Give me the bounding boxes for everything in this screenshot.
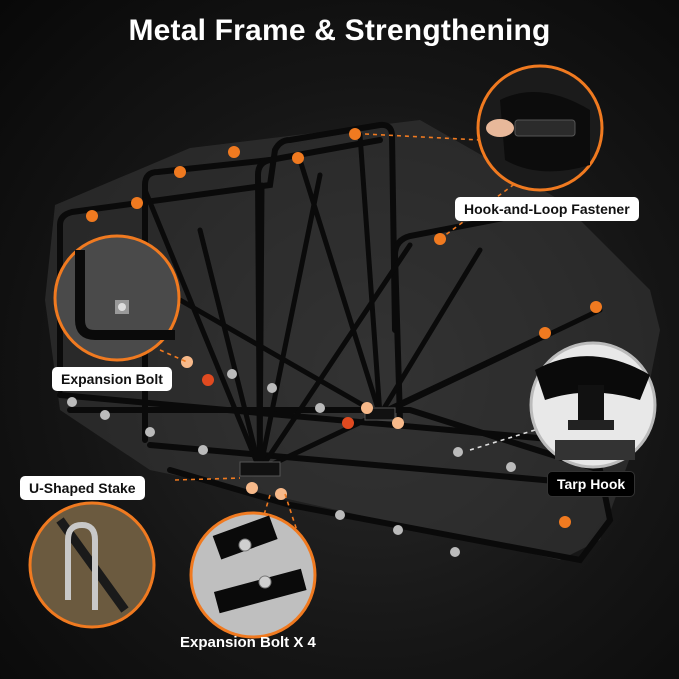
inset-tarp-hook <box>529 341 657 469</box>
orange-markers <box>86 128 602 528</box>
grey-markers <box>67 369 516 557</box>
hub-lower <box>239 461 281 477</box>
light-markers <box>181 356 404 500</box>
callout-hook-loop-fastener: Hook-and-Loop Fastener <box>455 197 639 221</box>
frame-tubes <box>57 121 614 564</box>
inset-hook-loop <box>476 64 604 192</box>
callout-u-shaped-stake: U-Shaped Stake <box>20 476 145 500</box>
page-title: Metal Frame & Strengthening <box>128 14 551 47</box>
inset-expansion-bolt-x4 <box>189 511 317 639</box>
callout-expansion-bolt: Expansion Bolt <box>52 367 172 391</box>
hub-center <box>364 407 396 421</box>
callout-tarp-hook: Tarp Hook <box>547 471 636 497</box>
inset-u-stake <box>28 501 156 629</box>
callout-expansion-bolt-x4: Expansion Bolt X 4 <box>180 634 316 651</box>
inset-expansion-bolt <box>53 234 181 362</box>
fold-rods <box>142 132 603 473</box>
